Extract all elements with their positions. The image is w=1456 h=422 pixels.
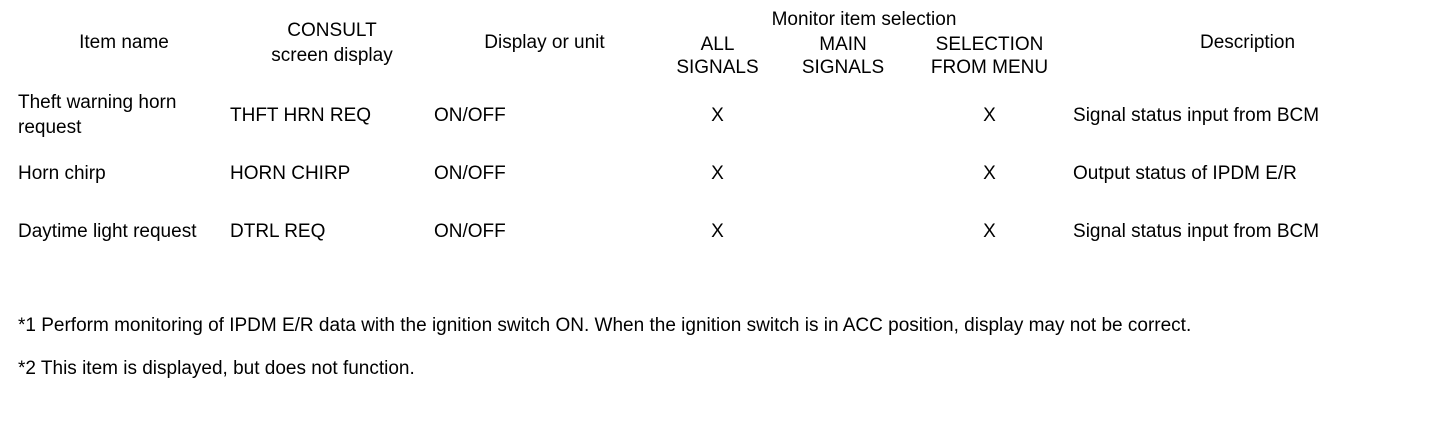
header-main-signals-line-1: MAIN: [819, 33, 867, 55]
table-row: Horn chirp HORN CHIRP ON/OFF X X Output …: [18, 153, 1422, 195]
cell-main-signals: [780, 79, 906, 153]
table-row: Daytime light request DTRL REQ ON/OFF X …: [18, 195, 1422, 269]
header-main-signals: MAIN SIGNALS: [780, 33, 906, 79]
table-body: Theft warning horn request THFT HRN REQ …: [18, 79, 1422, 269]
cell-display-or-unit: ON/OFF: [434, 162, 506, 184]
footnote-2: *2 This item is displayed, but does not …: [18, 357, 415, 379]
header-consult-line-1: CONSULT: [287, 19, 377, 41]
cell-main-signals: [780, 195, 906, 269]
table-header: Item name CONSULT screen display Display…: [18, 8, 1422, 79]
header-all-signals-line-1: ALL: [700, 33, 735, 55]
cell-item-name: Horn chirp: [18, 162, 106, 184]
cell-item-name: Theft warning horn request: [18, 92, 177, 139]
cell-consult-screen-display: HORN CHIRP: [230, 162, 351, 184]
cell-description: Signal status input from BCM: [1073, 220, 1320, 242]
header-display-or-unit: Display or unit: [484, 32, 605, 54]
cell-display-or-unit: ON/OFF: [434, 104, 506, 126]
header-selection-line-1: SELECTION: [935, 33, 1044, 55]
cell-consult-screen-display: THFT HRN REQ: [230, 104, 372, 126]
header-selection-from-menu: SELECTION FROM MENU: [906, 33, 1073, 79]
cell-main-signals: [780, 153, 906, 195]
header-description: Description: [1199, 32, 1296, 54]
cell-item-name: Daytime light request: [18, 220, 197, 242]
header-row-group: Item name CONSULT screen display Display…: [18, 8, 1422, 66]
header-consult-screen-display: CONSULT screen display: [230, 8, 434, 79]
cell-all-signals: X: [711, 162, 724, 184]
cell-consult-screen-display: DTRL REQ: [230, 220, 326, 242]
table-row: Theft warning horn request THFT HRN REQ …: [18, 79, 1422, 153]
monitor-item-table: Item name CONSULT screen display Display…: [18, 8, 1422, 269]
cell-display-or-unit: ON/OFF: [434, 220, 506, 242]
monitor-item-table-container: Item name CONSULT screen display Display…: [18, 8, 1422, 269]
footnotes-block: *1 Perform monitoring of IPDM E/R data w…: [18, 312, 1438, 384]
header-monitor-item-selection: Monitor item selection: [771, 9, 957, 30]
cell-selection-from-menu: X: [983, 162, 996, 184]
cell-description: Output status of IPDM E/R: [1073, 162, 1297, 184]
header-all-signals: ALL SIGNALS: [655, 33, 780, 79]
cell-all-signals: X: [711, 220, 724, 242]
header-consult-line-2: screen display: [271, 44, 393, 66]
header-selection-line-2: FROM MENU: [930, 56, 1049, 78]
cell-all-signals: X: [711, 104, 724, 126]
footnote-1: *1 Perform monitoring of IPDM E/R data w…: [18, 315, 1192, 336]
cell-selection-from-menu: X: [983, 104, 996, 126]
cell-description: Signal status input from BCM: [1073, 104, 1320, 126]
header-all-signals-line-2: SIGNALS: [676, 56, 759, 78]
header-row-subgroup: ALL SIGNALS MAIN SIGNALS SELECTION FROM …: [18, 33, 1422, 79]
cell-selection-from-menu: X: [983, 220, 996, 242]
header-main-signals-line-2: SIGNALS: [801, 56, 885, 78]
header-item-name: Item name: [79, 32, 169, 54]
